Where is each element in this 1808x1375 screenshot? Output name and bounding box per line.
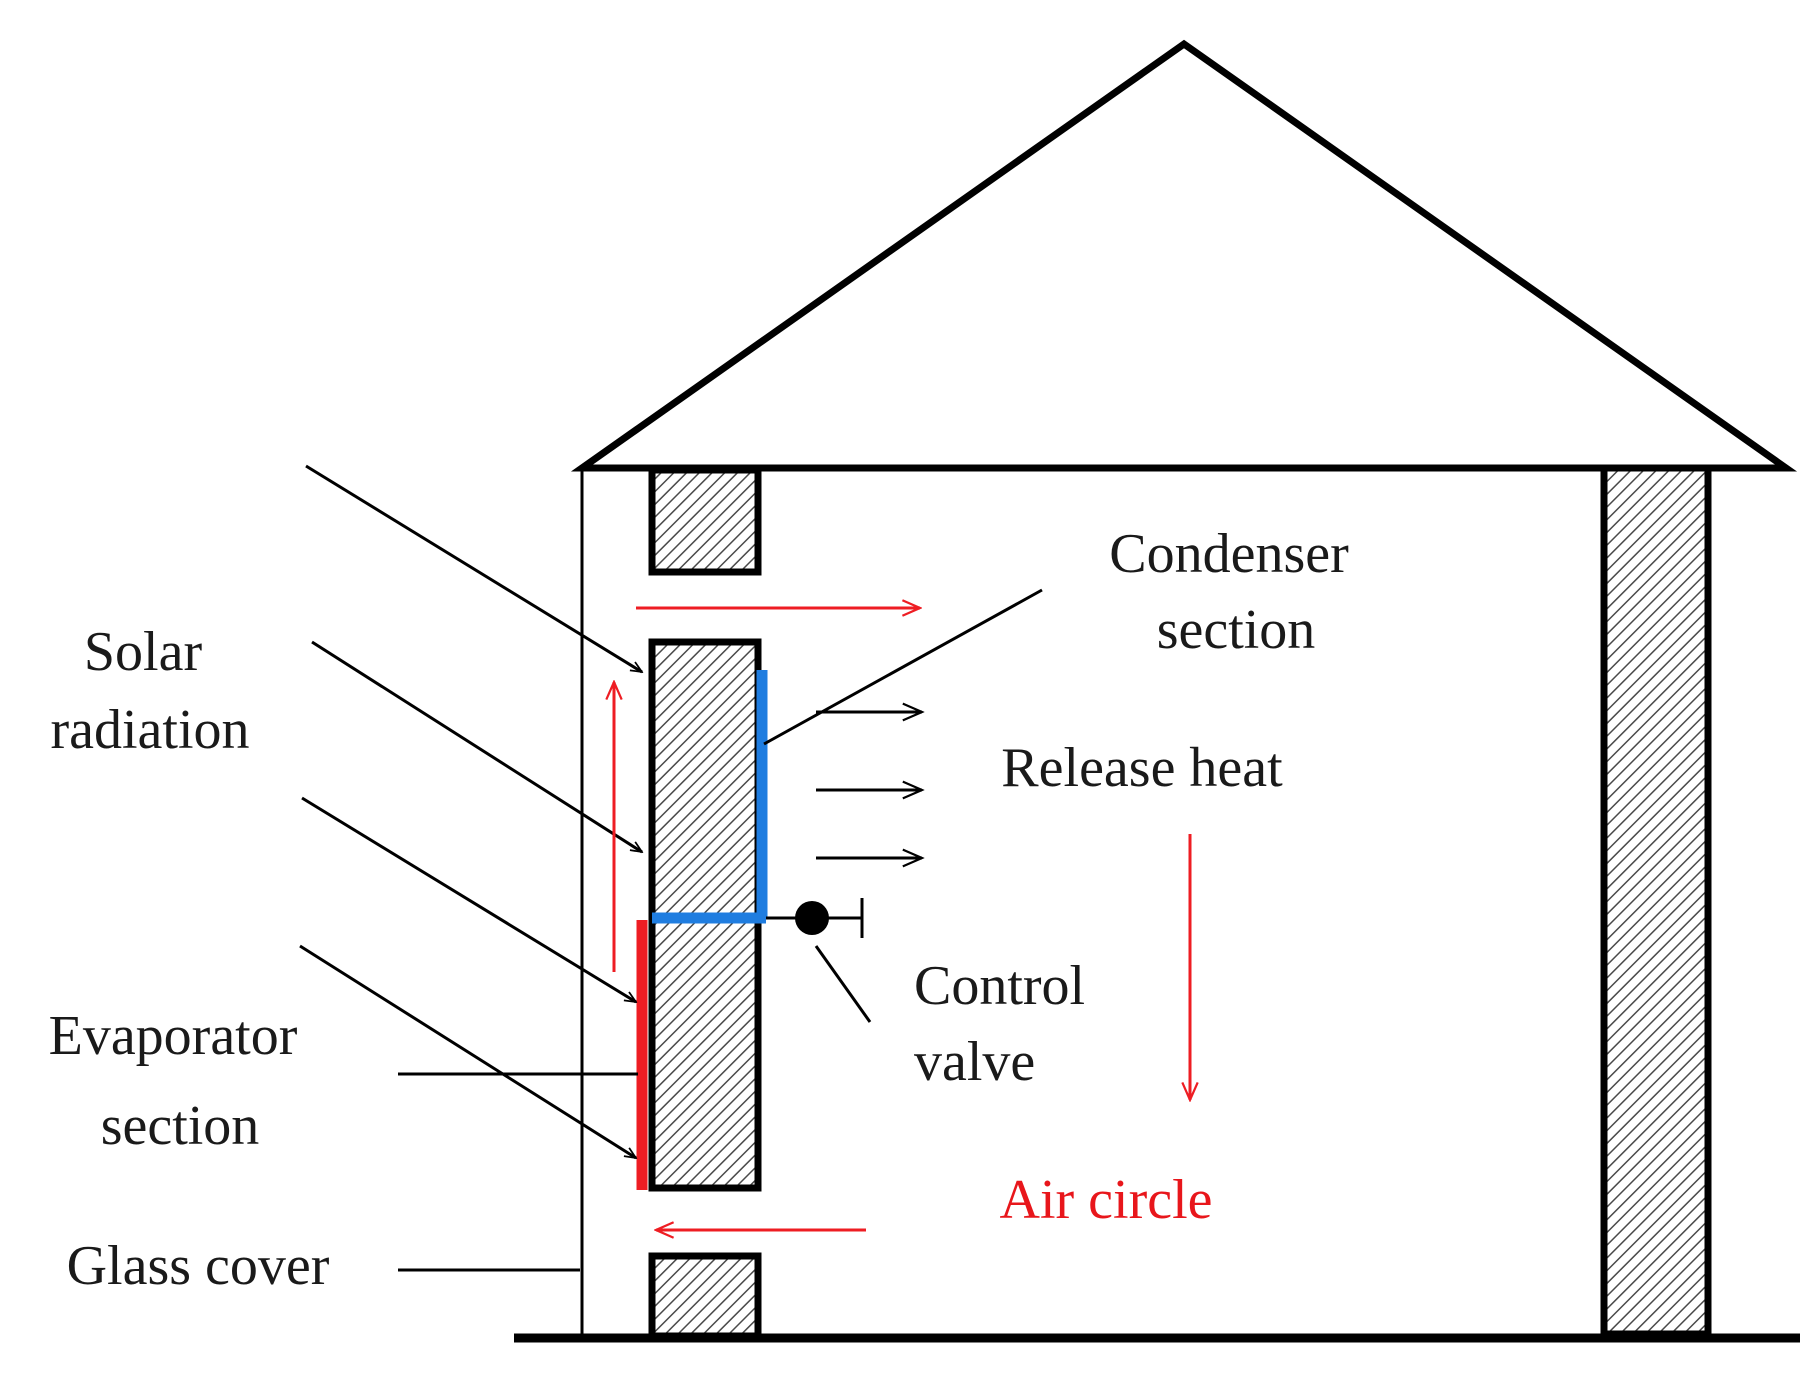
control-valve-icon [795,901,829,935]
condenser-section-label: Condenser section [1109,523,1363,661]
wall-bottom-block [648,1252,762,1340]
control-valve-line-2: valve [914,1031,1035,1093]
solar-ray-1 [305,464,642,674]
solar-ray-4 [299,944,636,1160]
condenser-line-2: section [1157,599,1316,661]
solar-radiation-label: Solar radiation [50,621,249,761]
roof [570,39,1798,472]
evaporator-line-1: Evaporator [49,1005,298,1067]
evaporator-section-label: Evaporator section [49,1005,312,1157]
control-valve-leader [814,945,872,1023]
solar-radiation-line-2: radiation [50,699,249,761]
release-heat-label: Release heat [1001,737,1283,799]
air-circle-label: Air circle [1000,1169,1213,1231]
right-wall [1600,464,1712,1338]
solar-ray-3 [301,796,636,1004]
control-valve-line-1: Control [914,955,1085,1017]
condenser-leader [763,588,1043,746]
wall-top-block [648,466,762,576]
solar-radiation-line-1: Solar [84,621,203,683]
control-valve-label: Control valve [914,955,1099,1093]
evaporator-line-2: section [101,1095,260,1157]
solar-ray-2 [311,640,642,854]
condenser-line-1: Condenser [1109,523,1349,585]
glass-cover-label: Glass cover [67,1235,330,1297]
